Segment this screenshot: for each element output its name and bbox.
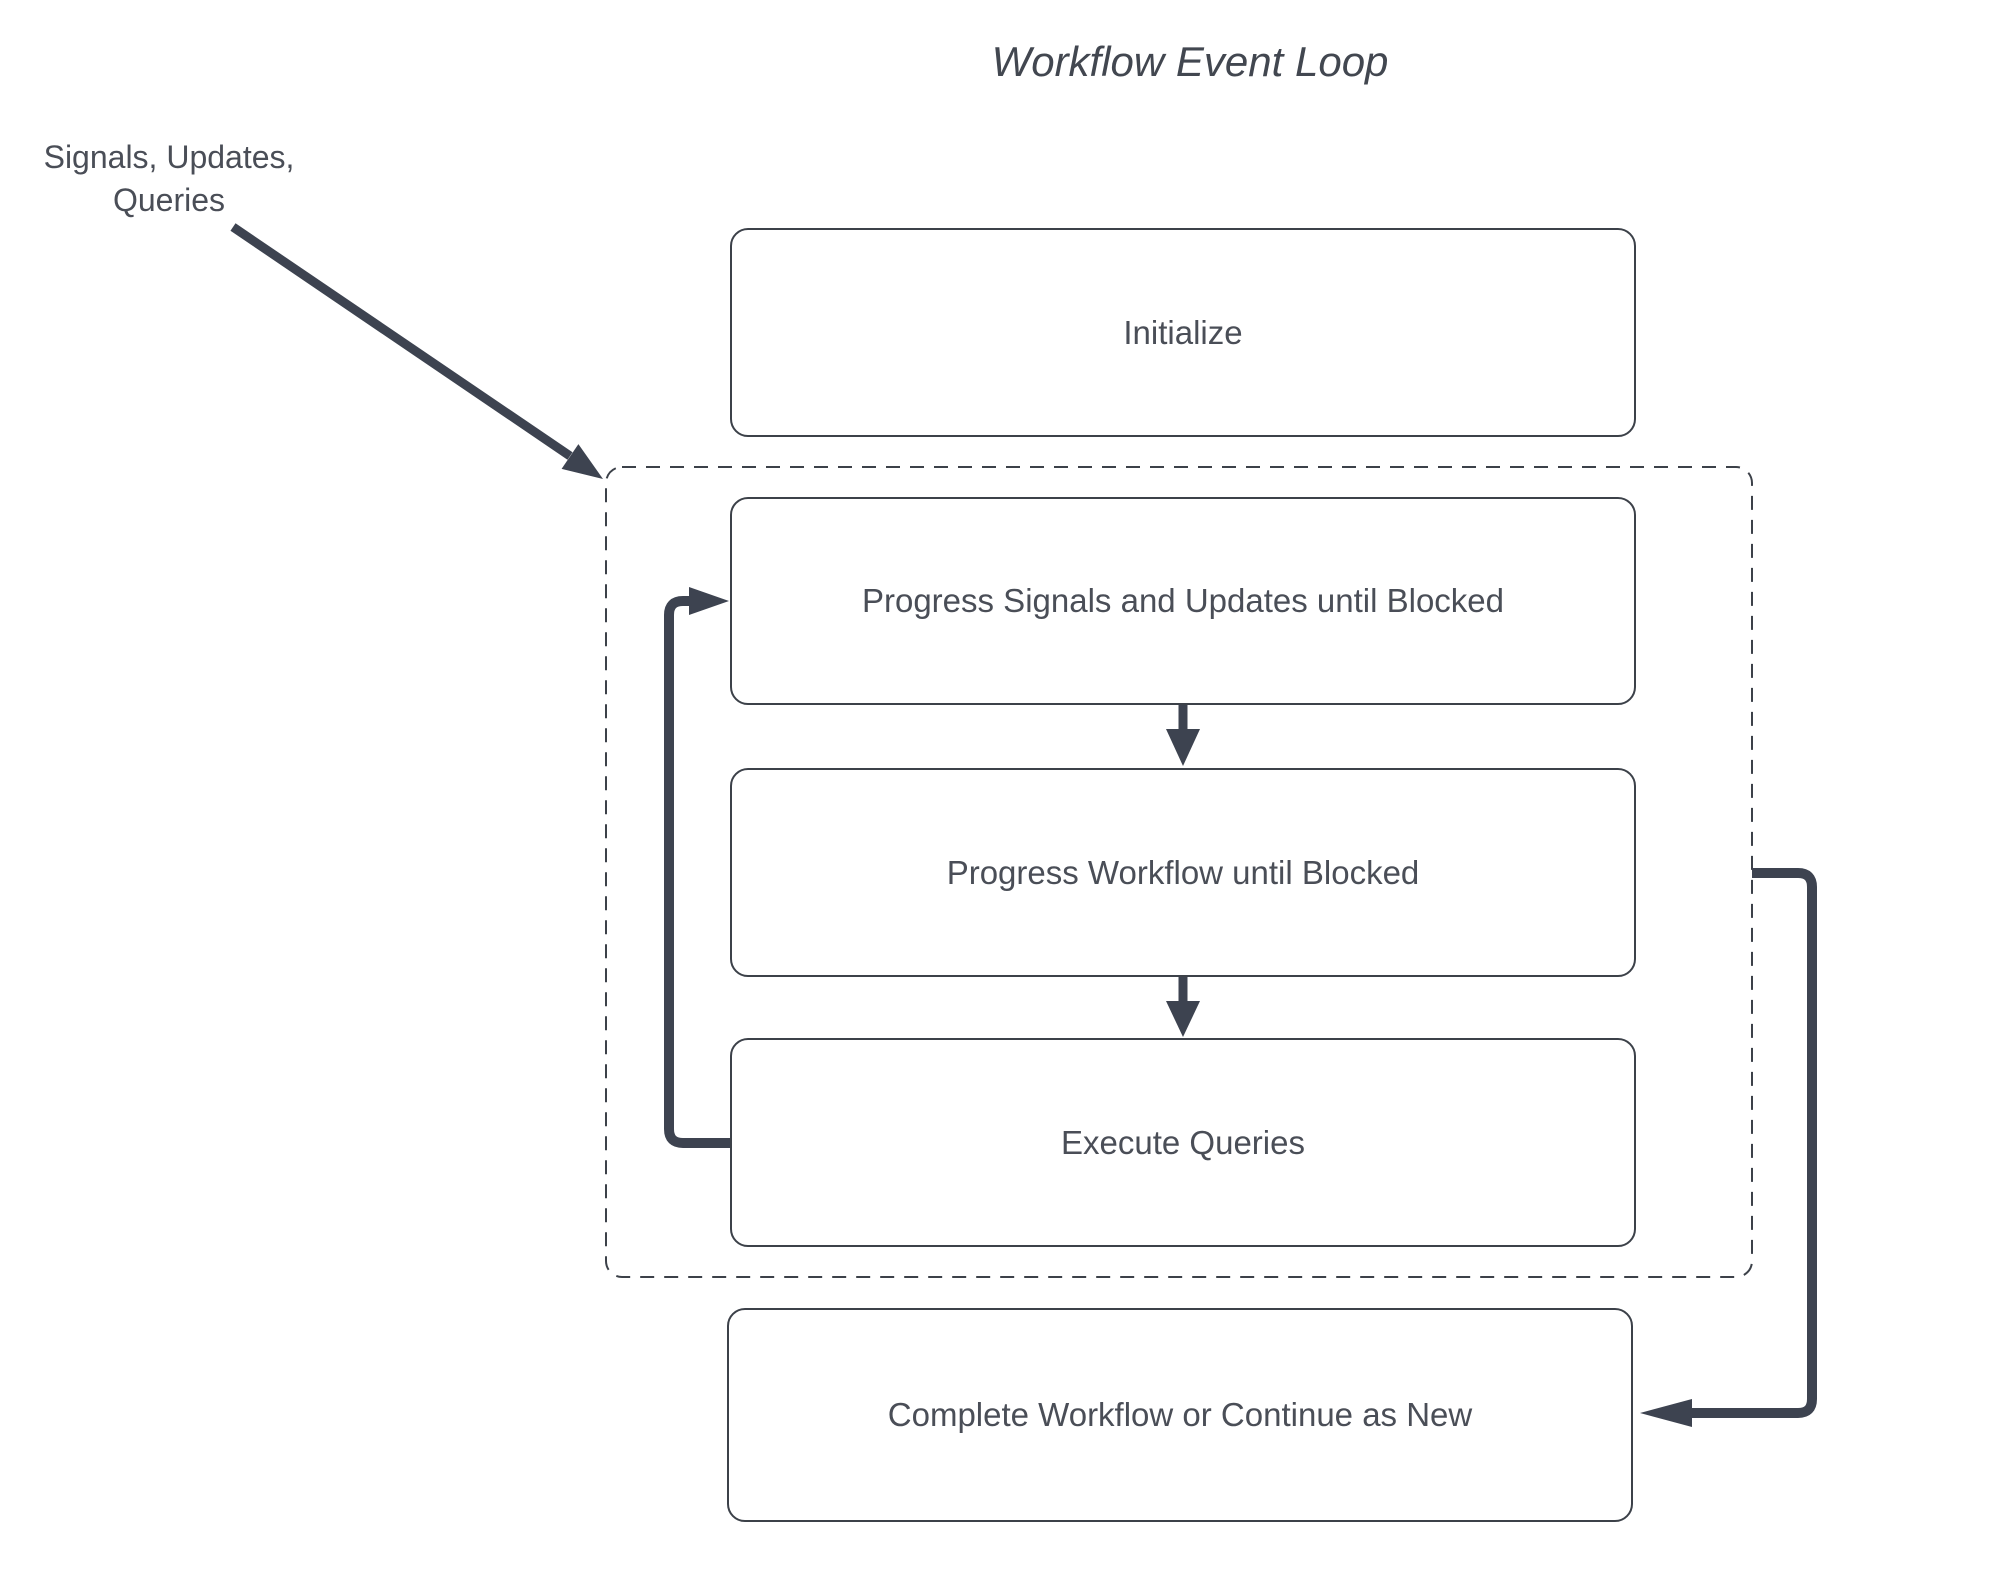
queries-to-signals-loop-line — [664, 596, 731, 1148]
node-complete-workflow-label: Complete Workflow or Continue as New — [887, 1396, 1473, 1433]
signals-updates-queries-label: Signals, Updates, Queries — [44, 136, 295, 222]
node-progress-signals-label: Progress Signals and Updates until Block… — [861, 582, 1505, 619]
signals-label-line2: Queries — [112, 182, 226, 218]
signals-arrowhead-icon — [561, 444, 603, 479]
node-progress-workflow: Progress Workflow until Blocked — [730, 768, 1636, 977]
signals-to-workflow-arrowhead-icon — [1166, 729, 1200, 766]
node-complete-workflow: Complete Workflow or Continue as New — [727, 1308, 1633, 1522]
node-initialize: Initialize — [730, 228, 1636, 437]
queries-to-signals-arrowhead-icon — [689, 587, 729, 615]
loop-to-complete-arrowhead-icon — [1640, 1399, 1692, 1427]
node-progress-workflow-label: Progress Workflow until Blocked — [946, 853, 1420, 891]
node-progress-signals: Progress Signals and Updates until Block… — [730, 497, 1636, 705]
node-execute-queries-label: Execute Queries — [1061, 1123, 1305, 1161]
node-execute-queries: Execute Queries — [730, 1038, 1636, 1247]
signals-arrow-line — [230, 223, 573, 460]
signals-label-line1: Signals, Updates, — [43, 139, 295, 175]
loop-to-complete-line — [1692, 868, 1817, 1418]
node-initialize-label: Initialize — [1123, 313, 1243, 351]
diagram-title: Workflow Event Loop — [991, 38, 1389, 85]
workflow-to-queries-arrowhead-icon — [1166, 1001, 1200, 1037]
